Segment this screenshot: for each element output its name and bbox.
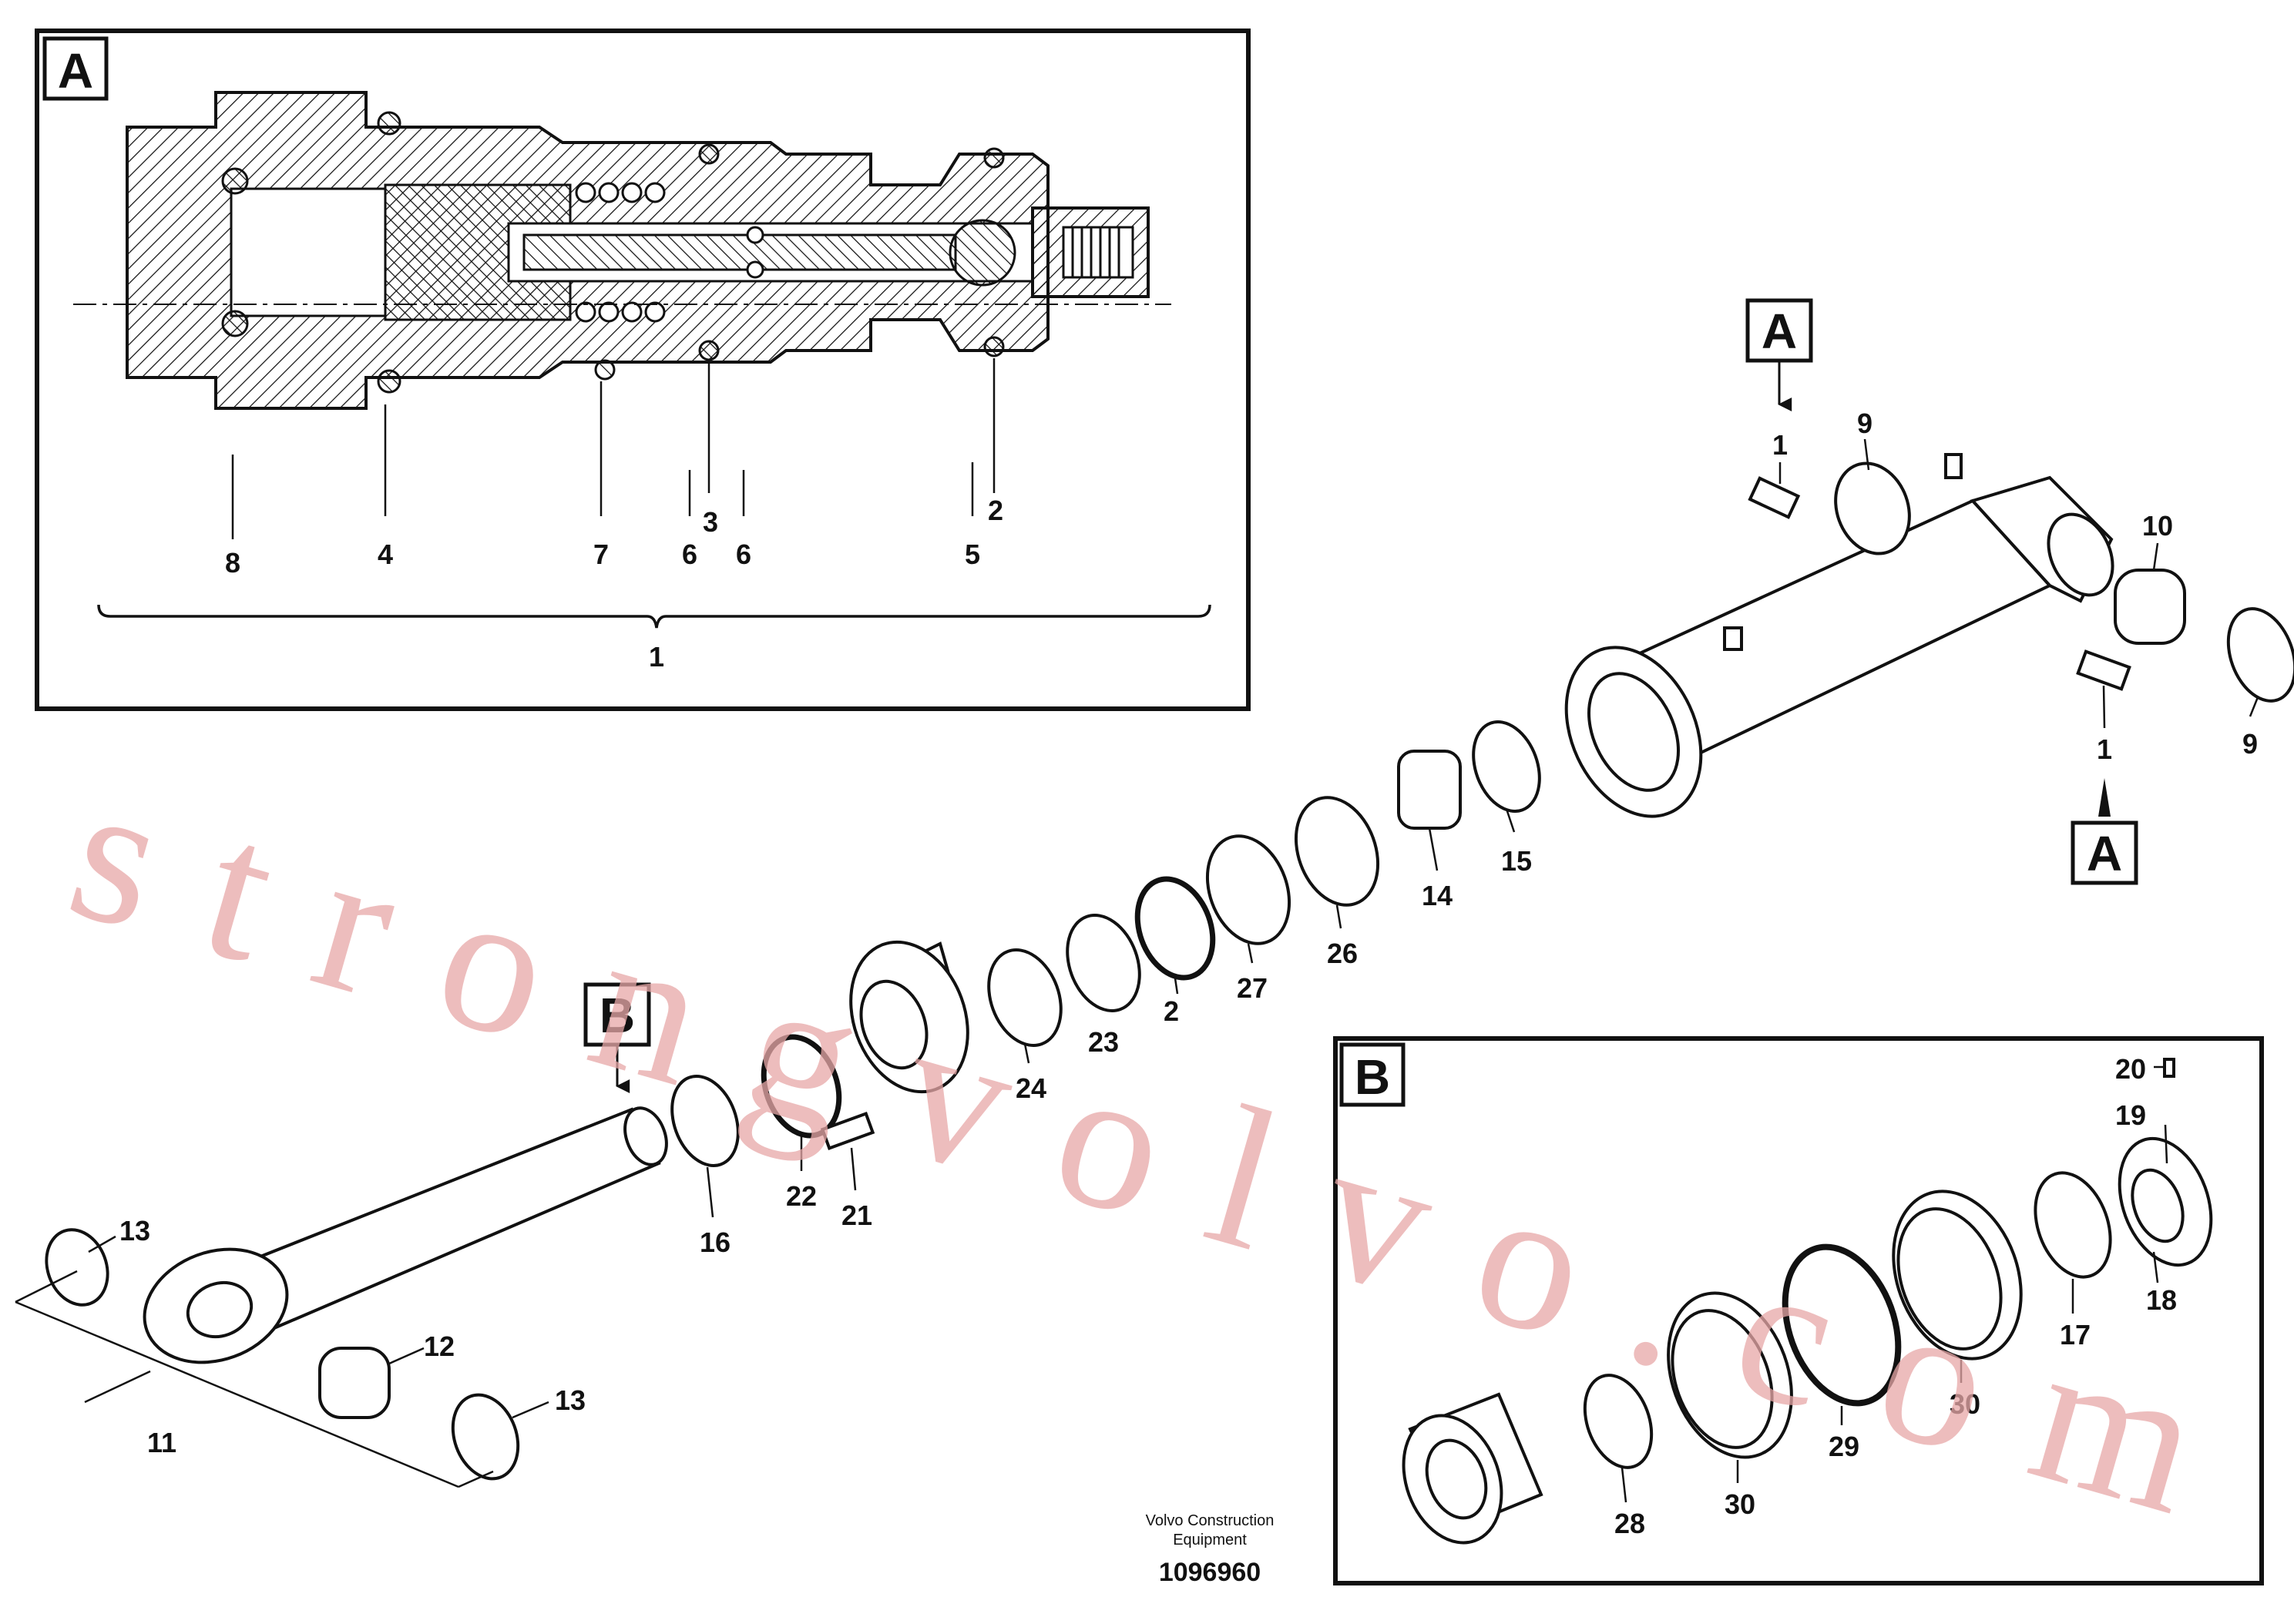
seal-ring-28 <box>1583 1374 1654 1469</box>
seal-23 <box>1066 914 1141 1012</box>
cylinder-head-bore <box>859 979 929 1070</box>
detail-a-label: A <box>58 43 93 99</box>
callout-21: 21 <box>841 1200 872 1231</box>
rod-assembly-bracket <box>15 1270 494 1488</box>
callout-14: 14 <box>1422 880 1453 911</box>
grease-nipple-1-top <box>1748 476 1801 519</box>
snap-ring-15 <box>1472 720 1541 814</box>
callout-23: 23 <box>1088 1026 1119 1058</box>
callout-20: 20 <box>2115 1053 2146 1085</box>
callout-1-top: 1 <box>1772 429 1788 461</box>
marker-a-top-box <box>1745 298 1813 363</box>
callout-2: 2 <box>988 495 1003 526</box>
callout-4: 4 <box>378 539 393 570</box>
guide-ring-14 <box>1397 750 1462 830</box>
marker-a-top: A <box>1762 304 1797 359</box>
footer-company: Volvo Construction <box>1146 1512 1275 1529</box>
callout-22: 22 <box>786 1180 817 1212</box>
piston-rod-11 <box>45 1106 668 1481</box>
detail-a-label-box <box>42 36 109 101</box>
callout-8: 8 <box>225 547 240 579</box>
callout-2-main: 2 <box>1164 995 1179 1027</box>
seal-2 <box>1134 876 1216 981</box>
callout-28: 28 <box>1614 1508 1645 1539</box>
wiper-ring-22 <box>761 1034 842 1139</box>
callout-15: 15 <box>1501 845 1532 877</box>
wear-ring-30-upper <box>1892 1189 2023 1361</box>
seal-ring-9-right <box>2226 607 2294 703</box>
footer: Volvo Construction Equipment 1096960 <box>1146 1512 1275 1587</box>
wear-ring-30-lower <box>1667 1291 1793 1459</box>
callout-3: 3 <box>703 506 718 538</box>
callout-19: 19 <box>2115 1099 2146 1131</box>
seal-24 <box>987 948 1063 1047</box>
callout-13-left: 13 <box>119 1215 150 1247</box>
seal-27 <box>1205 834 1291 945</box>
set-screw-20 <box>2163 1058 2175 1078</box>
callout-6a: 6 <box>682 539 697 570</box>
detail-b-panel: B 20 19 18 17 <box>1333 1036 2264 1585</box>
marker-b-box <box>583 982 651 1047</box>
callout-13-right: 13 <box>555 1384 586 1416</box>
callout-16: 16 <box>700 1226 731 1258</box>
callout-24: 24 <box>1016 1072 1046 1104</box>
marker-a-bottom-box <box>2071 820 2138 885</box>
callout-9-right: 9 <box>2242 728 2258 760</box>
bushing-12 <box>318 1347 391 1419</box>
callout-5: 5 <box>965 539 980 570</box>
seal-ring-13-left <box>45 1228 109 1307</box>
callout-30-lower: 30 <box>1725 1488 1755 1520</box>
seal-ring-9-top <box>1834 461 1911 555</box>
callout-18: 18 <box>2146 1284 2177 1316</box>
callout-6b: 6 <box>736 539 751 570</box>
piston-nut-18 <box>2118 1136 2213 1267</box>
cylinder-head-flange <box>849 940 969 1094</box>
callout-10: 10 <box>2142 510 2173 542</box>
callout-27: 27 <box>1237 972 1268 1004</box>
detail-b-label: B <box>1355 1049 1390 1105</box>
callout-29: 29 <box>1829 1431 1859 1462</box>
detail-b-label-box <box>1339 1042 1406 1107</box>
check-valve-section <box>73 91 1171 410</box>
callout-9-top: 9 <box>1857 408 1872 439</box>
piston-seal-29 <box>1782 1243 1902 1407</box>
cylinder-barrel <box>1564 453 2114 818</box>
washer-17 <box>2034 1171 2112 1279</box>
snap-ring-16 <box>670 1074 740 1168</box>
callout-7: 7 <box>593 539 609 570</box>
callout-30-upper: 30 <box>1950 1388 1980 1420</box>
marker-a-bottom: A <box>2087 826 2122 881</box>
callout-1-right: 1 <box>2097 733 2112 765</box>
footer-company-line2: Equipment <box>1173 1532 1247 1549</box>
main-exploded-view: A A B <box>15 298 2294 1488</box>
screw-21 <box>820 1111 875 1151</box>
seal-26 <box>1294 796 1380 907</box>
callout-11: 11 <box>147 1427 176 1458</box>
bushing-10 <box>2114 569 2186 645</box>
footer-doc-number: 1096960 <box>1159 1558 1261 1587</box>
detail-a-panel: A <box>35 29 1251 711</box>
grease-nipple-1-right <box>2076 649 2131 691</box>
callout-12: 12 <box>424 1330 455 1362</box>
assembly-brace <box>97 604 1211 629</box>
seal-ring-13-right <box>451 1393 520 1481</box>
callout-1-assembly: 1 <box>649 641 664 673</box>
marker-b: B <box>600 988 635 1043</box>
callout-17: 17 <box>2060 1319 2091 1351</box>
callout-26: 26 <box>1327 938 1358 969</box>
